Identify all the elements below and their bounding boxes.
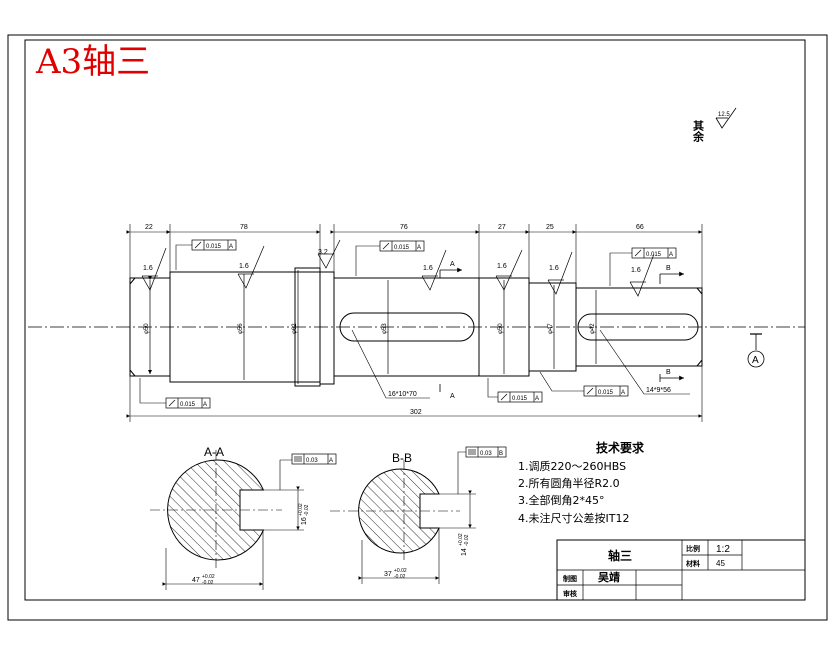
title-block-drawn-name: 吴靖 (598, 570, 620, 584)
aa-width-tol-up: +0.02 (202, 574, 215, 580)
bb-depth-tol-up: +0.02 (458, 533, 464, 546)
keyway-right (577, 313, 699, 341)
bb-width-tol-dn: -0.02 (394, 574, 406, 580)
shaft-body (129, 267, 703, 387)
diameter-dim-lines (147, 270, 597, 384)
section-bb-title: B-B (392, 451, 412, 465)
runout-frame-6: 0.015 A (539, 371, 629, 397)
other-roughness-value: 12.5 (718, 112, 730, 118)
svg-text:A: A (417, 245, 421, 251)
roughness-4: 1.6 (423, 265, 433, 272)
svg-text:A: A (203, 402, 207, 408)
title-block-scale-label: 比例 (686, 544, 700, 553)
dim-phi47: φ47 (548, 323, 554, 334)
title-block-material-label: 材料 (685, 559, 700, 568)
roughness-2: 1.6 (239, 263, 249, 270)
dim-78: 78 (240, 224, 248, 231)
title-block (556, 539, 806, 601)
dim-66: 66 (636, 224, 644, 231)
aa-width: 47 (192, 577, 200, 584)
bb-depth-tol-dn: -0.02 (464, 534, 470, 546)
roughness-3: 3.2 (318, 249, 328, 256)
section-mark-b-bottom: B (666, 369, 671, 376)
bb-width-tol-up: +0.02 (394, 568, 407, 574)
dim-22: 22 (145, 224, 153, 231)
svg-text:0.015: 0.015 (394, 245, 410, 251)
keyway-left-leader (351, 329, 430, 399)
tech-req-item-4: 4.未注尺寸公差按IT12 (518, 511, 629, 525)
keyway-right-leader (599, 329, 690, 395)
svg-text:0.015: 0.015 (512, 396, 528, 402)
svg-text:0.015: 0.015 (180, 402, 196, 408)
title-block-material-value: 45 (716, 559, 725, 568)
title-block-part-name: 轴三 (608, 548, 632, 563)
dim-phi42: φ42 (590, 323, 596, 334)
section-bb (330, 446, 507, 584)
roughness-6: 1.6 (549, 265, 559, 272)
svg-text:0.015: 0.015 (646, 252, 662, 258)
outer-border (7, 34, 828, 621)
runout-frame-2: 0.015 A (355, 240, 425, 276)
roughness-1: 1.6 (143, 265, 153, 272)
section-aa (150, 450, 337, 590)
svg-text:A: A (669, 252, 673, 258)
sym-aa-datum: A (329, 458, 333, 464)
dim-76: 76 (400, 224, 408, 231)
sym-bb-value: 0.03 (480, 451, 492, 457)
runout-frame-4: 0.015 A (139, 378, 211, 409)
bb-depth: 14 (461, 548, 468, 556)
aa-depth: 16 (301, 517, 308, 525)
length-dim-lines (126, 224, 703, 422)
sym-bb-datum: B (499, 451, 503, 457)
aa-depth-tol-up: +0.02 (298, 503, 304, 516)
section-mark-a-top: A (450, 261, 455, 268)
datum-a-letter: A (752, 355, 759, 366)
section-mark-a-bottom: A (450, 393, 455, 400)
svg-text:0.015: 0.015 (206, 244, 222, 250)
dim-phi53: φ53 (382, 323, 388, 334)
runout-frame-5: 0.015 A (487, 378, 543, 403)
other-roughness-symbol (715, 107, 737, 129)
dim-phi56: φ56 (238, 323, 244, 334)
section-cut-marks (439, 267, 684, 392)
title-block-drawn-label: 制图 (563, 574, 577, 583)
title-block-scale-value: 1:2 (716, 544, 730, 555)
tech-req-item-3: 3.全部倒角2*45° (518, 493, 605, 507)
dim-27: 27 (498, 224, 506, 231)
tech-req-item-2: 2.所有圆角半径R2.0 (518, 476, 620, 490)
sym-aa-value: 0.03 (306, 458, 318, 464)
tech-req-item-1: 1.调质220～260HBS (518, 460, 626, 473)
svg-text:A: A (229, 244, 233, 250)
dim-phi50-a: φ50 (144, 323, 150, 334)
runout-frame-3: 0.015 A (609, 247, 677, 286)
inner-border (24, 39, 806, 601)
section-mark-b-top: B (666, 265, 671, 272)
title-block-check-label: 审核 (563, 589, 577, 598)
tech-req-title: 技术要求 (596, 440, 645, 455)
svg-text:A: A (621, 390, 625, 396)
bb-width: 37 (384, 571, 392, 578)
keyway-left (339, 312, 475, 342)
keyway-right-label: 14*9*56 (646, 387, 671, 394)
aa-width-tol-dn: -0.02 (202, 580, 214, 586)
runout-frame-1: 0.015 A (175, 239, 237, 270)
roughness-7: 1.6 (631, 267, 641, 274)
dim-25: 25 (546, 224, 554, 231)
svg-text:A: A (535, 396, 539, 402)
svg-text:0.015: 0.015 (598, 390, 614, 396)
keyway-left-label: 16*10*70 (388, 391, 417, 398)
roughness-symbols (141, 239, 655, 297)
other-roughness-label: 其余 (692, 119, 706, 143)
sheet-title: A3轴三 (35, 42, 150, 82)
dim-phi50-b: φ50 (498, 323, 504, 334)
datum-a-symbol (747, 333, 765, 368)
dim-302: 302 (410, 409, 422, 416)
roughness-5: 1.6 (497, 263, 507, 270)
dim-phi62: φ62 (292, 323, 298, 334)
section-aa-title: A-A (204, 445, 224, 459)
aa-depth-tol-dn: -0.02 (304, 504, 310, 516)
